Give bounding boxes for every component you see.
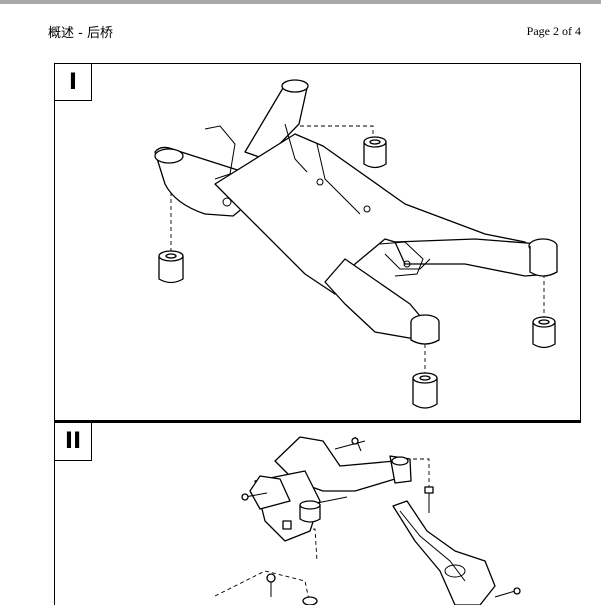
rear-suspension-arm-illustration: [214, 436, 521, 605]
figure-label-1: I: [55, 64, 92, 101]
figure-2-top-rule: [55, 421, 581, 423]
page-indicator: Page 2 of 4: [526, 24, 581, 38]
bushing-bottom: [412, 372, 438, 409]
bushing-right: [532, 316, 556, 349]
figure-label-2: II: [55, 423, 92, 461]
rear-subframe-illustration: [154, 79, 558, 409]
document-title: 概述 - 后桥: [48, 26, 113, 41]
bushing-left: [158, 250, 184, 284]
figure-panel-2: II: [54, 421, 581, 605]
bushing-top: [363, 136, 387, 169]
figure-panel-1: I: [54, 63, 581, 421]
top-border-bar: [0, 0, 601, 4]
